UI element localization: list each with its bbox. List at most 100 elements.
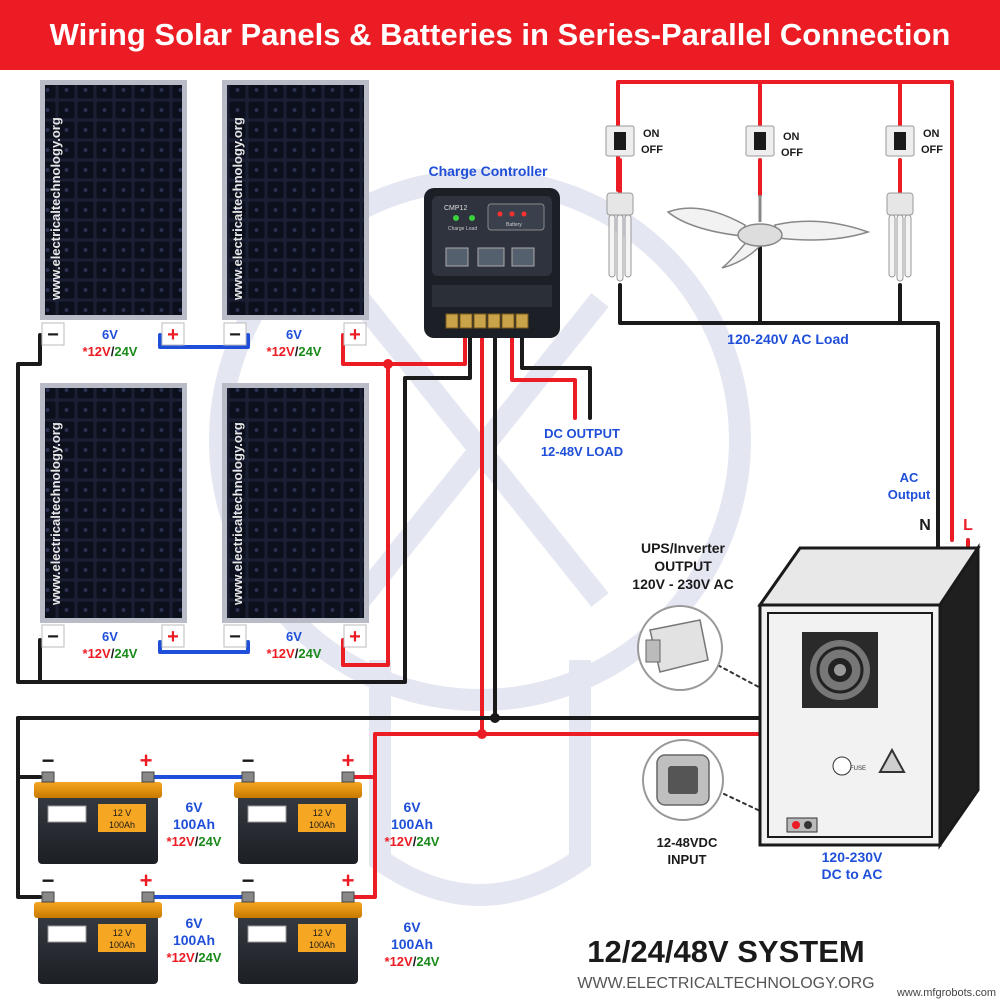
- battery-voltage-label: 6V: [403, 919, 421, 935]
- panel-negative-wire: [16, 333, 472, 684]
- inverter-box: FUSE: [757, 543, 981, 850]
- solar-panel-4: [222, 383, 369, 623]
- battery-alt-voltage-label: *12V/24V: [385, 954, 440, 969]
- battery-label-capacity: 100Ah: [109, 820, 135, 830]
- battery-positive-terminal: +: [342, 748, 355, 773]
- panel-positive-terminal: +: [167, 324, 179, 346]
- positive-bus-wire: [346, 732, 484, 899]
- dc-load-positive-wire: [510, 333, 577, 420]
- dc-input-label: 12-48VDC: [657, 835, 718, 850]
- bulb-icon: [606, 192, 634, 282]
- panel-negative-terminal: −: [229, 626, 241, 648]
- battery-negative-left-wire: [16, 716, 42, 899]
- battery-negative-terminal: −: [42, 868, 55, 893]
- battery-4: [234, 902, 362, 984]
- panel-watermark: www.electricaltechnology.org: [230, 117, 245, 301]
- junction-dot: [490, 713, 500, 723]
- dc-output-label: DC OUTPUT: [544, 426, 620, 441]
- switch-off-label: OFF: [641, 144, 663, 156]
- panel-positive-wire-top: [341, 333, 467, 366]
- ceiling-fan-icon: [666, 195, 871, 269]
- controller-indicator-load: Load: [466, 226, 477, 232]
- panel-voltage-label: 6V: [102, 327, 118, 342]
- ac-plug-icon: [637, 605, 723, 691]
- battery-negative-terminal: −: [42, 748, 55, 773]
- switch-on-label: ON: [923, 128, 940, 140]
- panel-alt-voltage-label: *12V/24V: [83, 646, 138, 661]
- solar-panel-2: [222, 80, 369, 320]
- panel-watermark: www.electricaltechnology.org: [230, 422, 245, 606]
- dc-input-label-2: INPUT: [668, 852, 707, 867]
- battery-capacity-label: 100Ah: [391, 936, 433, 952]
- controller-indicator-battery: Battery: [506, 222, 522, 228]
- ac-neutral-wire: [618, 283, 940, 542]
- controller-indicator-charge: Charge: [448, 226, 465, 232]
- panel-positive-terminal: +: [349, 324, 361, 346]
- switch-on-label: ON: [783, 131, 800, 143]
- panel-watermark: www.electricaltechnology.org: [48, 422, 63, 606]
- solar-panel-1: [40, 80, 187, 320]
- panel-positive-terminal: +: [167, 626, 179, 648]
- inverter-type-label: DC to AC: [822, 866, 883, 882]
- live-label: L: [963, 517, 973, 534]
- charge-controller: CMP12 Charge Load Battery: [424, 188, 560, 338]
- battery-alt-voltage-label: *12V/24V: [385, 834, 440, 849]
- panel-voltage-label: 6V: [102, 629, 118, 644]
- credit-label: www.mfgrobots.com: [896, 987, 996, 999]
- charge-controller-label: Charge Controller: [428, 163, 548, 179]
- battery-label-voltage: 12 V: [313, 928, 332, 938]
- wires: [16, 80, 970, 899]
- cooling-fan-icon: [802, 632, 878, 708]
- battery-label-voltage: 12 V: [113, 928, 132, 938]
- ac-output-label: AC: [900, 470, 919, 485]
- battery-label-voltage: 12 V: [313, 808, 332, 818]
- battery-1: [34, 782, 162, 864]
- switch-off-label: OFF: [781, 147, 803, 159]
- battery-label-capacity: 100Ah: [309, 820, 335, 830]
- battery-alt-voltage-label: *12V/24V: [167, 950, 222, 965]
- battery-label-capacity: 100Ah: [309, 940, 335, 950]
- website-label: WWW.ELECTRICALTECHNOLOGY.ORG: [577, 975, 874, 992]
- battery-capacity-label: 100Ah: [173, 816, 215, 832]
- page-title: Wiring Solar Panels & Batteries in Serie…: [49, 17, 951, 52]
- bulb-icon: [886, 192, 914, 282]
- battery-voltage-label: 6V: [403, 799, 421, 815]
- dc-output-load-label: 12-48V LOAD: [541, 444, 623, 459]
- ac-output-label-2: Output: [888, 487, 931, 502]
- inverter-positive-wire: [480, 732, 798, 802]
- ac-switch-3: [885, 125, 915, 157]
- panel-alt-voltage-label: *12V/24V: [267, 646, 322, 661]
- panel-alt-voltage-label: *12V/24V: [83, 344, 138, 359]
- battery-voltage-label: 6V: [185, 915, 203, 931]
- battery-negative-terminal: −: [242, 748, 255, 773]
- battery-label-voltage: 12 V: [113, 808, 132, 818]
- neutral-label: N: [919, 517, 931, 534]
- ups-output-label: OUTPUT: [654, 558, 712, 574]
- battery-3: [34, 902, 162, 984]
- panel-negative-terminal: −: [47, 626, 59, 648]
- battery-capacity-label: 100Ah: [391, 816, 433, 832]
- panel-voltage-label: 6V: [286, 327, 302, 342]
- dc-load-negative-wire: [520, 333, 592, 420]
- battery-negative-terminal: −: [242, 868, 255, 893]
- panel-series-link-top: [158, 333, 250, 349]
- panel-series-link-bottom: [158, 640, 250, 654]
- battery-alt-voltage-label: *12V/24V: [167, 834, 222, 849]
- junction-dot: [383, 359, 393, 369]
- system-label: 12/24/48V SYSTEM: [587, 934, 864, 969]
- fuse-label: FUSE: [850, 766, 866, 772]
- ups-voltage-label: 120V - 230V AC: [632, 576, 733, 592]
- ac-load-label: 120-240V AC Load: [727, 331, 849, 347]
- battery-2: [234, 782, 362, 864]
- switch-off-label: OFF: [921, 144, 943, 156]
- battery-positive-terminal: +: [342, 868, 355, 893]
- inverter-voltage-label: 120-230V: [822, 849, 883, 865]
- ac-switch-2: [745, 125, 775, 157]
- panel-negative-terminal: −: [47, 324, 59, 346]
- junction-dot: [477, 729, 487, 739]
- battery-positive-terminal: +: [140, 748, 153, 773]
- battery-capacity-label: 100Ah: [173, 932, 215, 948]
- panel-watermark: www.electricaltechnology.org: [48, 117, 63, 301]
- battery-label-capacity: 100Ah: [109, 940, 135, 950]
